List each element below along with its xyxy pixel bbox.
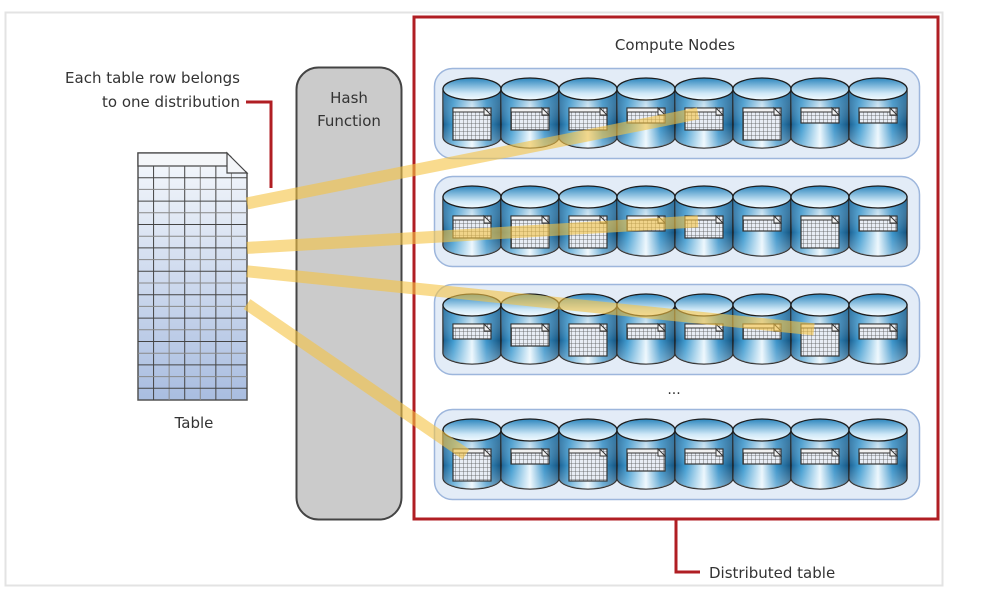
compute-node-cylinder-icon [790,185,850,257]
compute-node-cylinder-icon [442,77,502,149]
compute-node-cylinder-icon [848,77,908,149]
data-slice-table-icon [800,106,841,124]
hash-flow-2 [246,215,699,254]
data-slice-table-icon [452,322,493,340]
compute-nodes-title: Compute Nodes [615,36,735,54]
data-slice-table-icon [510,447,551,465]
data-slice-table-icon [684,322,725,340]
compute-node-cylinder-icon [732,418,792,490]
data-slice-table-icon [800,214,841,249]
data-slice-table-icon [742,106,783,141]
hash-function-label-line1: Hash [330,89,368,107]
distributed-table-leader [674,519,700,574]
compute-node-cylinder-icon [674,293,734,365]
source-table-icon [137,151,249,401]
data-slice-table-icon [626,447,667,472]
compute-node-cylinder-icon [500,185,560,257]
hash-flow-1 [245,107,700,210]
compute-node-cylinder-icon [848,293,908,365]
compute-node-cylinder-icon [500,418,560,490]
hash-flow-3 [246,265,815,336]
compute-node-cylinder-icon [674,418,734,490]
compute-node-cylinder-icon [790,293,850,365]
row-hash-flows [243,107,815,460]
compute-node-cylinder-icon [500,77,560,149]
data-slice-table-icon [684,447,725,465]
compute-node-cylinder-icon [732,77,792,149]
table-folded-corner [226,151,249,174]
compute-node-cylinder-icon [558,293,618,365]
compute-node-cylinder-icon [442,185,502,257]
callout-row-distribution-leader [246,100,273,188]
data-slice-table-icon [568,322,609,357]
hash-flow-4 [243,299,470,460]
source-table-label: Table [174,414,214,432]
data-slice-table-icon [510,106,551,131]
callout-row-distribution-line1: Each table row belongs [65,69,240,87]
table-corner-mask [227,152,248,173]
data-slice-table-icon [568,447,609,482]
data-slice-table-icon [858,322,899,340]
distributed-table-label: Distributed table [709,564,835,582]
data-slice-table-icon [568,106,609,131]
compute-node-cylinder-icon [848,418,908,490]
compute-node-rows [433,67,921,501]
data-slice-table-icon [800,447,841,465]
compute-node-cylinder-icon [616,77,676,149]
data-slice-table-icon [858,447,899,465]
table-header [137,152,232,167]
data-slice-table-icon [510,322,551,347]
more-rows-ellipsis: ... [667,382,680,398]
compute-node-cylinder-icon [848,185,908,257]
hash-function-box: Hash Function [295,66,403,521]
compute-node-cylinder-icon [790,418,850,490]
data-slice-table-icon [858,214,899,232]
data-slice-table-icon [742,447,783,465]
data-slice-table-icon [452,106,493,141]
compute-node-cylinder-icon [558,418,618,490]
compute-node-cylinder-icon [674,77,734,149]
hash-function-label-line2: Function [317,112,381,130]
table-body [137,152,248,401]
compute-node-cylinder-icon [674,185,734,257]
compute-node-cylinder-icon [442,418,502,490]
compute-node-cylinder-icon [790,77,850,149]
callout-row-distribution-line2: to one distribution [102,93,240,111]
compute-node-row-4 [433,408,921,501]
compute-node-cylinder-icon [616,418,676,490]
compute-node-cylinder-icon [442,293,502,365]
data-slice-table-icon [858,106,899,124]
data-slice-table-icon [626,322,667,340]
compute-node-cylinder-icon [732,185,792,257]
data-slice-table-icon [742,214,783,232]
